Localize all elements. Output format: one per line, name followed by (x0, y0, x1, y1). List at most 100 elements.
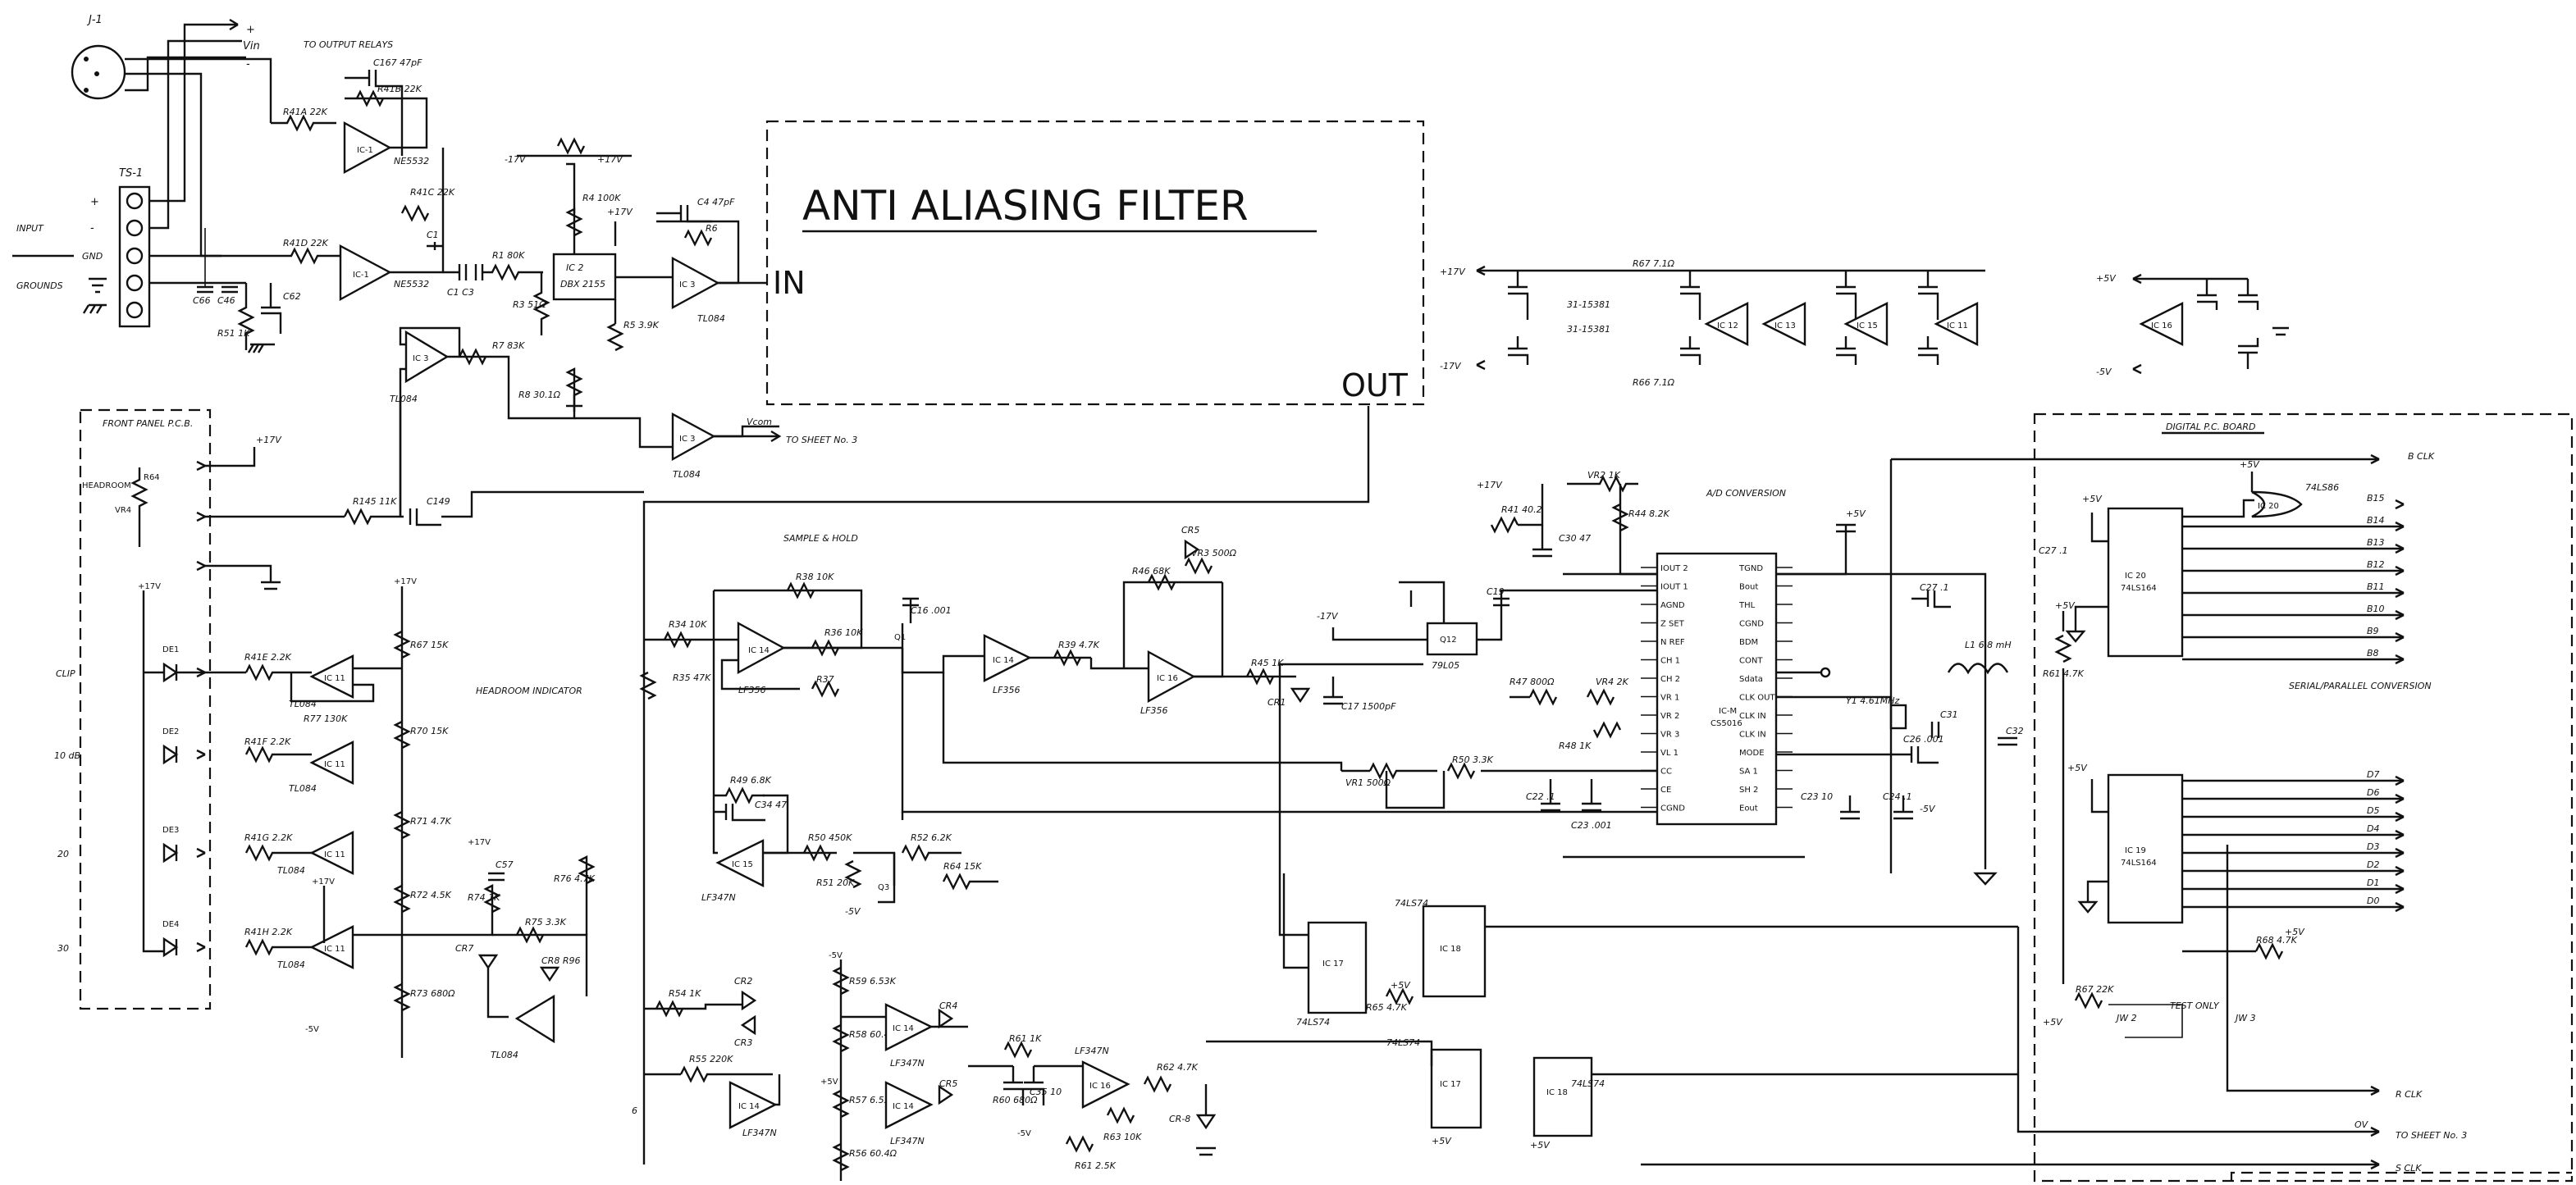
crystal-y1: Y1 4.61MHz (1846, 695, 1907, 730)
ic18a-part: 74LS74 (1395, 898, 1428, 909)
svg-text:C66: C66 (193, 295, 211, 306)
svg-text:R54 1K: R54 1K (669, 988, 701, 999)
ic1-part-b: NE5532 (394, 279, 429, 289)
ic15-opamp (514, 994, 555, 1044)
parallel-output-label: B11 (2367, 581, 2385, 592)
svg-text:R50 450K: R50 450K (808, 832, 852, 843)
svg-text:C149: C149 (427, 496, 450, 507)
ts1-label: TS-1 (119, 167, 143, 180)
m17-supply: -17V (505, 154, 527, 165)
ic20-part: 74LS164 (2121, 584, 2157, 593)
q12-label: Q12 (1440, 636, 1457, 645)
svg-text:C1 C3: C1 C3 (447, 287, 474, 298)
ad-pin-label: Z SET (1660, 620, 1685, 629)
ts1-gnd: GND (82, 251, 103, 262)
ic11-part-d: TL084 (277, 959, 305, 970)
q12-regulator: Q12 79L05 (1426, 622, 1478, 671)
ad-pin-label: MODE (1739, 749, 1765, 758)
p17-headroom: +17V (256, 435, 282, 445)
svg-text:C62: C62 (283, 291, 301, 302)
svg-text:R38 10K: R38 10K (796, 572, 834, 582)
db10-label: 10 dB (54, 750, 80, 761)
led-clip-row: CLIP DE1 (56, 645, 179, 683)
ic16-opamp-lower: IC 16 (1081, 1060, 1130, 1109)
p17-ic11: +17V (312, 877, 335, 886)
ic15-lower-part: LF347N (701, 892, 736, 903)
p5-xor: +5V (2240, 459, 2260, 470)
headroom-indicator-label: HEADROOM INDICATOR (476, 686, 582, 696)
front-panel-pcb-box (79, 408, 212, 1010)
svg-text:R72 4.5K: R72 4.5K (410, 890, 452, 900)
svg-text:CR4: CR4 (939, 1000, 957, 1011)
svg-text:R3 51Ω: R3 51Ω (513, 299, 546, 310)
svg-text:IC 16: IC 16 (1089, 1082, 1111, 1091)
vin-minus: - (246, 58, 250, 71)
vin-plus: + (246, 24, 255, 36)
svg-text:VR3 500Ω: VR3 500Ω (1191, 548, 1237, 558)
svg-text:C19: C19 (1487, 586, 1505, 597)
ic17-flipflop-b: IC 17 74LS74 (1386, 1037, 1482, 1129)
svg-text:DE3: DE3 (162, 826, 179, 835)
ic18-flipflop-a: IC 18 74LS74 (1395, 898, 1487, 998)
ad-pin-label: Bout (1739, 583, 1758, 592)
svg-text:R67 15K: R67 15K (410, 640, 449, 650)
svg-text:R41 40.2: R41 40.2 (1501, 504, 1542, 515)
ic14a-part: LF356 (738, 685, 765, 695)
ad-pin-label: BDM (1739, 638, 1758, 647)
ic18-flipflop-b: IC 18 74LS74 (1532, 1056, 1605, 1137)
svg-text:C22 .1: C22 .1 (1526, 791, 1555, 802)
svg-text:R34 10K: R34 10K (669, 619, 707, 630)
svg-text:IC 13: IC 13 (1774, 321, 1796, 330)
svg-text:C27 .1: C27 .1 (1920, 582, 1949, 593)
ic14-opamp-a: IC 14 (737, 621, 786, 675)
svg-text:DE4: DE4 (162, 920, 179, 929)
svg-text:R62 4.7K: R62 4.7K (1157, 1062, 1199, 1073)
svg-text:R50 3.3K: R50 3.3K (1452, 754, 1494, 765)
ic15-part: TL084 (491, 1050, 518, 1060)
svg-text:IC 16: IC 16 (1157, 674, 1178, 683)
svg-text:R41G 2.2K: R41G 2.2K (244, 832, 293, 843)
j1-label: J-1 (86, 14, 103, 26)
p5-ladder: +5V (820, 1078, 838, 1087)
m5-ladder: -5V (829, 951, 843, 960)
svg-text:R47 800Ω: R47 800Ω (1510, 677, 1555, 687)
ic14-comparators: IC 14 IC 14 (884, 1003, 934, 1129)
ic14-lower-part: LF347N (742, 1128, 777, 1138)
cr2-cr3-diodes: CR2 CR3 (734, 976, 757, 1048)
parallel-output-label: D2 (2367, 859, 2379, 870)
ic3c-part: TL084 (673, 469, 701, 480)
ic17a-label: IC 17 (1322, 959, 1344, 969)
p17-ladder: +17V (394, 577, 417, 586)
svg-text:C1: C1 (427, 230, 439, 240)
svg-text:IC 14: IC 14 (893, 1024, 914, 1033)
svg-text:R71 4.7K: R71 4.7K (410, 816, 452, 827)
parallel-output-label: B14 (2367, 515, 2385, 526)
svg-text:R68 4.7K: R68 4.7K (2256, 935, 2298, 946)
ad-pin-label: N REF (1660, 638, 1685, 647)
dbx-label: DBX 2155 (560, 279, 605, 289)
j1-connector: J-1 (71, 14, 126, 100)
ic11-comparators: IC 11 IC 11 IC 11 IC 11 (309, 654, 354, 969)
b-clk-label: B CLK (2408, 451, 2435, 462)
ic3-part: TL084 (697, 313, 725, 324)
svg-text:R49 6.8K: R49 6.8K (730, 775, 772, 786)
ic16-part: LF356 (1140, 705, 1167, 716)
regulator-part: 79L05 (1432, 660, 1459, 671)
svg-text:R65 4.7K: R65 4.7K (1366, 1002, 1408, 1013)
svg-text:R64 15K: R64 15K (943, 861, 982, 872)
ad-pin-label: AGND (1660, 601, 1685, 610)
ic15-opamp-lower: IC 15 (715, 839, 765, 887)
svg-text:C16 .001: C16 .001 (911, 605, 952, 616)
r64-label: R64 (144, 473, 160, 482)
ic16-lower-part: LF347N (1075, 1046, 1109, 1056)
svg-text:R37: R37 (816, 674, 834, 685)
to-sheet-3-vcom: TO SHEET No. 3 (786, 435, 857, 445)
page-mark: 6 (632, 1105, 637, 1116)
ic18b-label: IC 18 (1546, 1088, 1568, 1097)
serial-parallel-label: SERIAL/PARALLEL CONVERSION (2289, 681, 2432, 691)
svg-text:R76 4.7K: R76 4.7K (554, 873, 596, 884)
ad-pin-label: CE (1660, 786, 1671, 795)
ic19-shift-register: IC 19 74LS164 (2107, 773, 2184, 924)
svg-text:R41F 2.2K: R41F 2.2K (244, 736, 291, 747)
p17-supply: +17V (597, 154, 623, 165)
